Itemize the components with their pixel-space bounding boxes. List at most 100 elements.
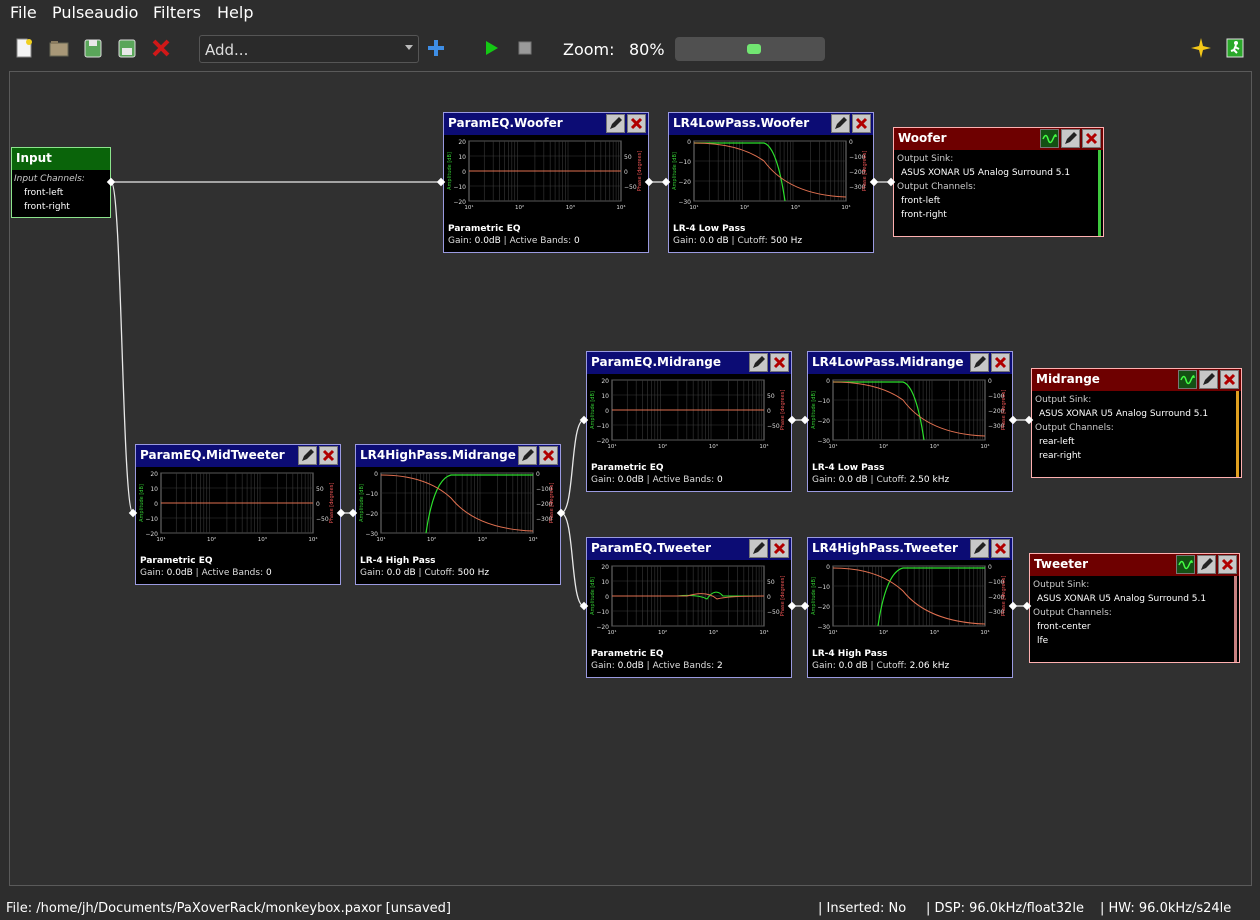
output-node-header[interactable]: Midrange — [1032, 369, 1241, 391]
x-tick-label: 10⁴ — [759, 443, 769, 450]
edit-button[interactable] — [1197, 555, 1216, 574]
menu-help[interactable]: Help — [217, 3, 254, 22]
edit-button[interactable] — [1199, 370, 1218, 389]
status-bar: File: /home/jh/Documents/PaXoverRack/mon… — [0, 897, 1260, 920]
gain-value: 0.0 dB — [386, 568, 416, 578]
menu-file[interactable]: File — [10, 3, 37, 22]
remove-button[interactable] — [770, 353, 789, 372]
play-icon[interactable] — [480, 37, 502, 59]
y2-tick-label: 0 — [988, 564, 992, 571]
monitor-button[interactable] — [1040, 129, 1059, 148]
menu-pulseaudio[interactable]: Pulseaudio — [52, 3, 139, 22]
remove-button[interactable] — [539, 446, 558, 465]
extra-label: Cutoff: — [876, 475, 907, 485]
x-tick-label: 10³ — [566, 204, 575, 211]
input-node[interactable]: Input Input Channels: front-left front-r… — [11, 147, 111, 218]
remove-button[interactable] — [627, 114, 646, 133]
edit-button[interactable] — [749, 539, 768, 558]
remove-button[interactable] — [319, 446, 338, 465]
y-tick-label: 0 — [826, 564, 830, 571]
add-plus-icon[interactable] — [425, 37, 447, 59]
y-tick-label: −20 — [596, 438, 609, 445]
output-channel: lfe — [1037, 636, 1049, 646]
output-channel: front-center — [1037, 622, 1091, 632]
filter-node-title: LR4LowPass.Midrange — [812, 355, 964, 369]
edit-button[interactable] — [298, 446, 317, 465]
phase-axis-label: Phase [degrees] — [1001, 576, 1007, 617]
gain-label: Gain: — [591, 475, 615, 485]
node-canvas[interactable]: Input Input Channels: front-left front-r… — [9, 71, 1252, 886]
filter-node-header[interactable]: LR4HighPass.Midrange — [356, 445, 560, 467]
edit-button[interactable] — [749, 353, 768, 372]
level-meter — [1236, 391, 1239, 477]
filter-node-header[interactable]: ParamEQ.MidTweeter — [136, 445, 340, 467]
sparkle-icon[interactable] — [1190, 37, 1212, 59]
edit-button[interactable] — [970, 539, 989, 558]
gain-value: 0.0dB — [617, 661, 644, 671]
zoom-slider-handle[interactable] — [747, 44, 762, 54]
add-filter-combo[interactable]: Add... — [199, 35, 419, 63]
remove-button[interactable] — [1220, 370, 1239, 389]
edit-button[interactable] — [606, 114, 625, 133]
stop-icon[interactable] — [514, 37, 536, 59]
monitor-button[interactable] — [1178, 370, 1197, 389]
menu-filters[interactable]: Filters — [153, 3, 201, 22]
extra-label: Cutoff: — [424, 568, 455, 578]
remove-button[interactable] — [991, 539, 1010, 558]
edit-button[interactable] — [970, 353, 989, 372]
monitor-button[interactable] — [1176, 555, 1195, 574]
pencil-icon — [1201, 558, 1213, 570]
filter-node-header[interactable]: LR4LowPass.Midrange — [808, 352, 1012, 374]
status-file: File: /home/jh/Documents/PaXoverRack/mon… — [6, 901, 451, 916]
filter-node-header[interactable]: ParamEQ.Woofer — [444, 113, 648, 135]
extra-label: Active Bands: — [652, 475, 715, 485]
phase-curve — [693, 142, 847, 198]
output-node-header[interactable]: Tweeter — [1030, 554, 1239, 576]
edit-button[interactable] — [1061, 129, 1080, 148]
new-file-icon[interactable] — [13, 37, 35, 59]
filter-node-header[interactable]: LR4HighPass.Tweeter — [808, 538, 1012, 560]
delete-icon[interactable] — [150, 37, 172, 59]
output-node-header[interactable]: Woofer — [894, 128, 1103, 150]
input-node-title: Input — [16, 151, 52, 165]
x-tick-label: 10³ — [930, 443, 939, 450]
extra-value: 0 — [265, 568, 272, 578]
remove-button[interactable] — [852, 114, 871, 133]
zoom-slider[interactable] — [675, 37, 825, 61]
output-channel: front-left — [901, 196, 941, 206]
edit-button[interactable] — [518, 446, 537, 465]
filter-node-header[interactable]: LR4LowPass.Woofer — [669, 113, 873, 135]
save-icon[interactable] — [82, 37, 104, 59]
open-folder-icon[interactable] — [48, 37, 70, 59]
edit-button[interactable] — [831, 114, 850, 133]
extra-value: 0 — [716, 475, 723, 485]
filter-node-header[interactable]: ParamEQ.Tweeter — [587, 538, 791, 560]
y-tick-label: −20 — [596, 624, 609, 631]
input-node-header[interactable]: Input — [12, 148, 110, 170]
extra-label: Active Bands: — [201, 568, 264, 578]
y-tick-label: −10 — [596, 423, 609, 430]
y-tick-label: 0 — [826, 378, 830, 385]
remove-button[interactable] — [991, 353, 1010, 372]
output-channel: rear-left — [1039, 437, 1075, 447]
exit-icon[interactable] — [1224, 37, 1246, 59]
remove-button[interactable] — [1218, 555, 1237, 574]
save-as-icon[interactable] — [116, 37, 138, 59]
filter-node-header[interactable]: ParamEQ.Midrange — [587, 352, 791, 374]
remove-button[interactable] — [770, 539, 789, 558]
remove-button[interactable] — [1082, 129, 1101, 148]
